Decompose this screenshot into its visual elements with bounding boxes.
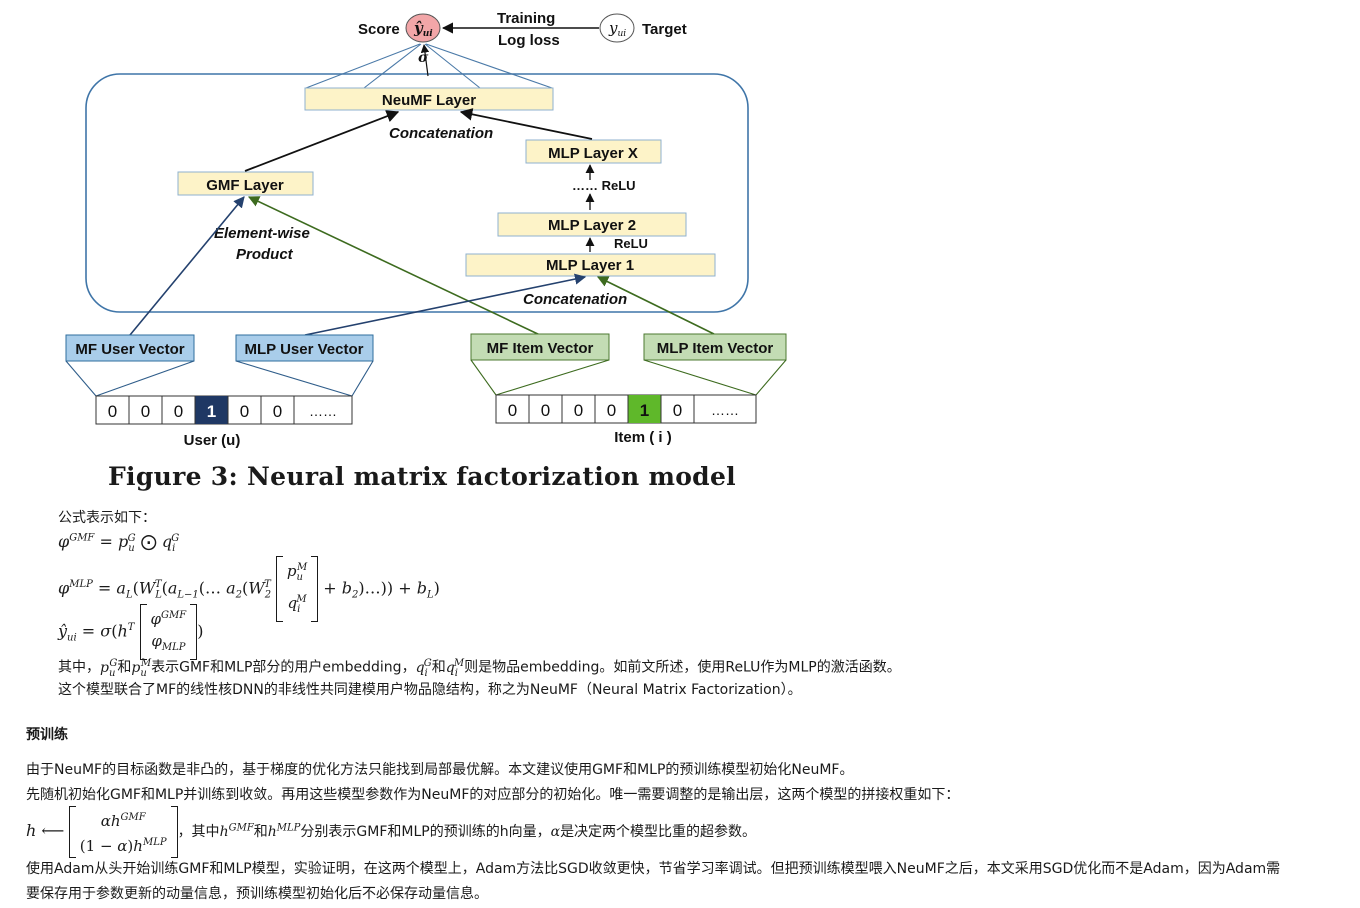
user-cell: 1 — [207, 402, 216, 421]
user-embedding-lines — [65, 360, 374, 397]
item-onehot-vector: 0 0 0 0 1 0 …… — [495, 394, 757, 424]
elementwise-label-2: Product — [236, 246, 294, 263]
gmf-to-neumf-arrow — [244, 110, 400, 172]
formula-intro: 公式表示如下： — [58, 510, 156, 526]
user-label: User (u) — [184, 432, 241, 449]
mlp-user-vector-box — [235, 334, 374, 362]
item-cell: 0 — [541, 401, 550, 420]
score-symbol: ŷui — [413, 19, 433, 39]
relu-label: ReLU — [614, 236, 648, 251]
mlp-layer-1-label: MLP Layer 1 — [546, 257, 634, 274]
mlp-layer-2-label: MLP Layer 2 — [548, 217, 636, 234]
logloss-label: Log loss — [498, 32, 560, 49]
mlpx-to-neumf-arrow — [459, 108, 593, 140]
score-node — [405, 13, 441, 43]
user-cell: 0 — [108, 402, 117, 421]
user-cell: 0 — [273, 402, 282, 421]
mf-user-vector-box — [65, 334, 195, 362]
dots-relu-label: …… ReLU — [572, 178, 636, 193]
neumf-layer-box — [304, 87, 554, 111]
mf-user-vector-label: MF User Vector — [75, 341, 184, 358]
item-cell: …… — [711, 402, 739, 418]
mf-item-vector-box — [470, 333, 610, 361]
item-embedding-lines — [470, 359, 787, 396]
adam-paragraph-1: 使用Adam从头开始训练GMF和MLP模型，实验证明，在这两个模型上，Adam方… — [26, 861, 1281, 877]
adam-paragraph-2: 要保存用于参数更新的动量信息，预训练模型初始化后不必保存动量信息。 — [26, 886, 488, 902]
elementwise-label-1: Element-wise — [214, 225, 310, 242]
item-cell: 0 — [673, 401, 682, 420]
mlp-item-to-mlp1-arrow — [596, 276, 715, 335]
mlp-layer-x-label: MLP Layer X — [548, 145, 638, 162]
user-cell: …… — [309, 403, 337, 419]
mf-item-to-gmf-arrow — [247, 196, 541, 336]
target-node — [599, 13, 635, 43]
training-label: Training — [497, 10, 555, 27]
user-cell: 0 — [174, 402, 183, 421]
model-description: 这个模型联合了MF的线性核DNN的非线性共同建模用户物品隐结构，称之为NeuMF… — [58, 682, 802, 698]
mlp-item-vector-box — [643, 333, 787, 361]
output-fan-lines — [305, 43, 553, 89]
section-heading: 预训练 — [26, 727, 68, 743]
mlp-layer-x-box — [525, 139, 662, 164]
where-line: 其中，puG和puM表示GMF和MLP部分的用户embedding，qiG和qi… — [58, 658, 901, 679]
item-cell: 0 — [574, 401, 583, 420]
gmf-layer-label: GMF Layer — [206, 177, 284, 194]
mlp-layer-2-box — [497, 212, 687, 237]
item-cell: 1 — [640, 401, 649, 420]
equation-gmf: φGMF = puG ⨀ qiG — [58, 532, 180, 555]
target-label: Target — [642, 21, 687, 38]
output-arrow — [420, 44, 430, 77]
mf-user-to-gmf-arrow — [129, 196, 245, 336]
concatenation-top-label: Concatenation — [389, 125, 493, 142]
figure-caption: Figure 3: Neural matrix factorization mo… — [108, 462, 736, 491]
gmf-layer-box — [177, 171, 314, 196]
concatenation-bottom-label: Concatenation — [523, 291, 627, 308]
item-label: Item ( i ) — [614, 429, 672, 446]
mlp-item-vector-label: MLP Item Vector — [657, 340, 774, 357]
neumf-figure: Score ŷui yui Target Training Log loss σ… — [65, 10, 787, 449]
h-equation-line: h ⟵ αhGMF(1 − α)hMLP，其中hGMF和hMLP分别表示GMF和… — [26, 806, 756, 858]
target-symbol: yui — [608, 19, 626, 39]
mlp-user-to-mlp1-arrow — [304, 273, 587, 336]
neumf-layer-label: NeuMF Layer — [382, 92, 476, 109]
mlp-layer-1-box — [465, 253, 716, 277]
user-one-cell — [195, 396, 228, 424]
score-label: Score — [358, 21, 400, 38]
sigma-label: σ — [418, 50, 429, 66]
pretrain-paragraph-1: 由于NeuMF的目标函数是非凸的，基于梯度的优化方法只能找到局部最优解。本文建议… — [26, 762, 854, 778]
mf-item-vector-label: MF Item Vector — [487, 340, 594, 357]
user-cell: 0 — [141, 402, 150, 421]
user-onehot-vector: 0 0 0 1 0 0 …… — [95, 395, 353, 425]
item-cell: 0 — [607, 401, 616, 420]
user-cell: 0 — [240, 402, 249, 421]
item-cell: 0 — [508, 401, 517, 420]
pretrain-paragraph-2: 先随机初始化GMF和MLP并训练到收敛。再用这些模型参数作为NeuMF的对应部分… — [26, 787, 960, 803]
mlp-user-vector-label: MLP User Vector — [245, 341, 364, 358]
item-one-cell — [628, 395, 661, 423]
